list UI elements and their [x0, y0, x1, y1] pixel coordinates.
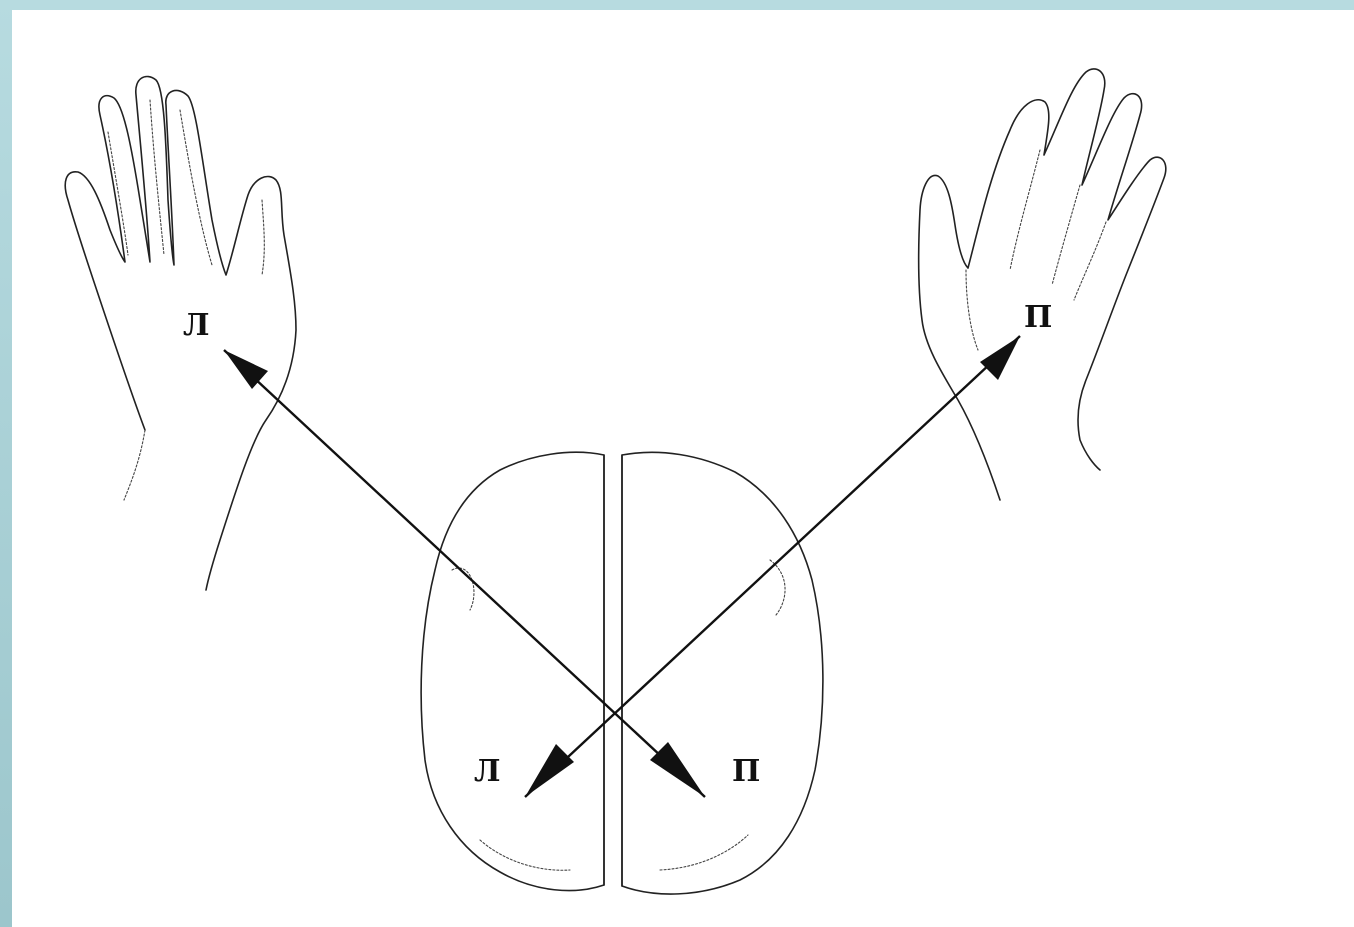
arrowhead-right-hand [980, 336, 1020, 380]
label-right-hand: П [1024, 300, 1052, 335]
label-left-hemisphere: Л [474, 754, 501, 789]
label-right-hemisphere: П [732, 754, 760, 789]
right-hand [919, 69, 1166, 500]
arrow-right-hemisphere-to-left-hand [224, 350, 705, 797]
arrow-left-hemisphere-to-right-hand [525, 336, 1020, 797]
arrowhead-left-hemisphere [525, 744, 574, 797]
label-left-hand: Л [183, 308, 210, 343]
left-hand [65, 76, 296, 590]
arrowhead-right-hemisphere [650, 742, 705, 797]
brain [421, 452, 823, 894]
